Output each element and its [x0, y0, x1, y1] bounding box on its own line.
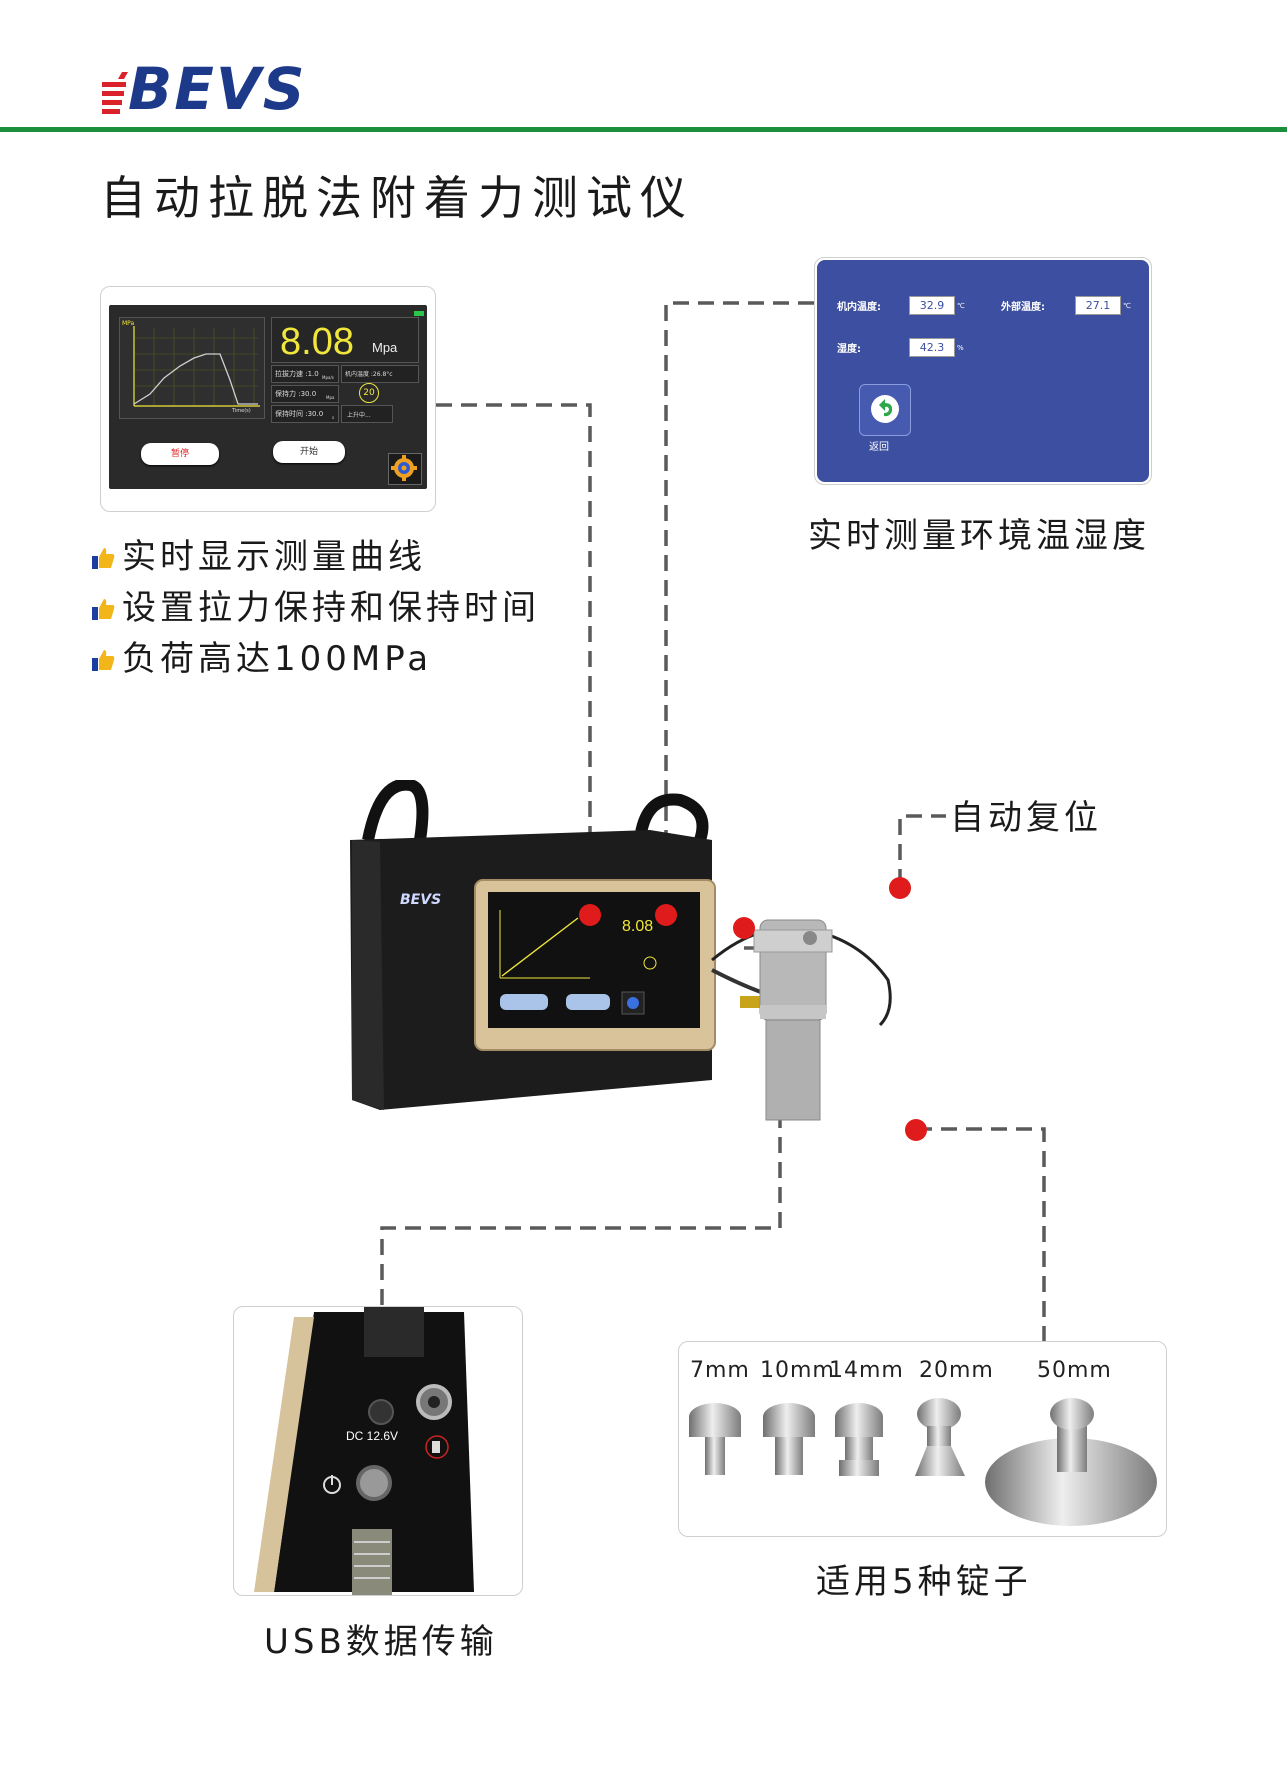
logo-stripes-icon	[102, 72, 128, 114]
dolly-size-label: 14mm	[829, 1358, 904, 1383]
internal-temp-value: 32.9	[909, 296, 955, 315]
tester-device-image: BEVS	[350, 780, 927, 1141]
curve-plot	[133, 326, 260, 407]
page-title: 自动拉脱法附着力测试仪	[100, 171, 694, 225]
env-screen: 机内温度: 32.9 ℃ 外部温度: 27.1 ℃ 湿度: 42.3 % 返回	[817, 260, 1149, 482]
dolly-panel: 7mm 10mm 14mm 20mm 50mm	[678, 1341, 1167, 1537]
dolly-size-label: 20mm	[919, 1358, 994, 1383]
back-label: 返回	[869, 442, 889, 453]
dolly-images	[689, 1398, 1157, 1526]
pressure-unit: Mpa	[372, 340, 398, 355]
status-field: 上升中...	[341, 405, 393, 423]
env-screen-panel: 机内温度: 32.9 ℃ 外部温度: 27.1 ℃ 湿度: 42.3 % 返回	[814, 257, 1152, 485]
counter-badge: 20	[359, 383, 379, 403]
dolly-7mm	[689, 1403, 741, 1475]
pause-button[interactable]: 暂停	[141, 443, 219, 465]
thumbs-up-icon	[92, 548, 115, 569]
humidity-label: 湿度:	[837, 344, 861, 355]
pressure-value: 8.08	[280, 321, 354, 363]
dolly-50mm	[985, 1398, 1157, 1526]
dolly-size-label: 50mm	[1037, 1358, 1112, 1383]
usb-port-panel: DC 12.6V	[233, 1306, 523, 1596]
back-arrow-icon	[871, 395, 899, 423]
battery-icon	[414, 311, 424, 316]
hold-force-field[interactable]: 保持力 :30.0 Mpa	[271, 385, 339, 403]
curve-screen: MPa Time(s) 8.08 Mpa 拉拔力速 :1.0 Mpa/s 机内温…	[109, 305, 427, 489]
gear-icon	[391, 455, 417, 481]
thumbs-up-icon	[92, 650, 115, 671]
thumbs-up-icon	[92, 599, 115, 620]
curve-graph: MPa Time(s)	[119, 317, 265, 419]
dolly-10mm	[763, 1403, 815, 1475]
usb-caption: USB数据传输	[264, 1622, 498, 1662]
hold-time-field[interactable]: 保持时间 :30.0 s	[271, 405, 339, 423]
usb-port-image	[254, 1307, 474, 1595]
curve-screen-panel: MPa Time(s) 8.08 Mpa 拉拔力速 :1.0 Mpa/s 机内温…	[100, 286, 436, 512]
start-button[interactable]: 开始	[273, 441, 345, 463]
internal-temp-label: 机内温度:	[837, 302, 881, 313]
dc-label: DC 12.6V	[346, 1429, 399, 1443]
back-button[interactable]	[859, 384, 911, 436]
header-divider	[0, 127, 1287, 132]
brand-logo: BEVS	[128, 55, 307, 123]
env-caption: 实时测量环境温湿度	[808, 516, 1150, 556]
settings-button[interactable]	[388, 453, 422, 485]
dolly-size-label: 7mm	[690, 1358, 750, 1383]
internal-temp-field: 机内温度 :26.8°c	[341, 365, 419, 383]
dollies-caption: 适用5种锭子	[816, 1562, 1032, 1602]
pressure-readout: 8.08 Mpa	[271, 317, 419, 363]
reset-caption: 自动复位	[950, 798, 1102, 838]
humidity-value: 42.3	[909, 338, 955, 357]
external-temp-value: 27.1	[1075, 296, 1121, 315]
rate-field[interactable]: 拉拔力速 :1.0 Mpa/s	[271, 365, 339, 383]
svg-text:BEVS: BEVS	[400, 892, 441, 908]
dolly-size-label: 10mm	[760, 1358, 835, 1383]
axis-y-label: MPa	[122, 320, 135, 327]
dolly-20mm	[915, 1398, 965, 1476]
external-temp-label: 外部温度:	[1001, 302, 1045, 313]
device-screen-value: 8.08	[622, 918, 654, 935]
dolly-14mm	[835, 1403, 883, 1476]
axis-x-label: Time(s)	[232, 408, 251, 414]
